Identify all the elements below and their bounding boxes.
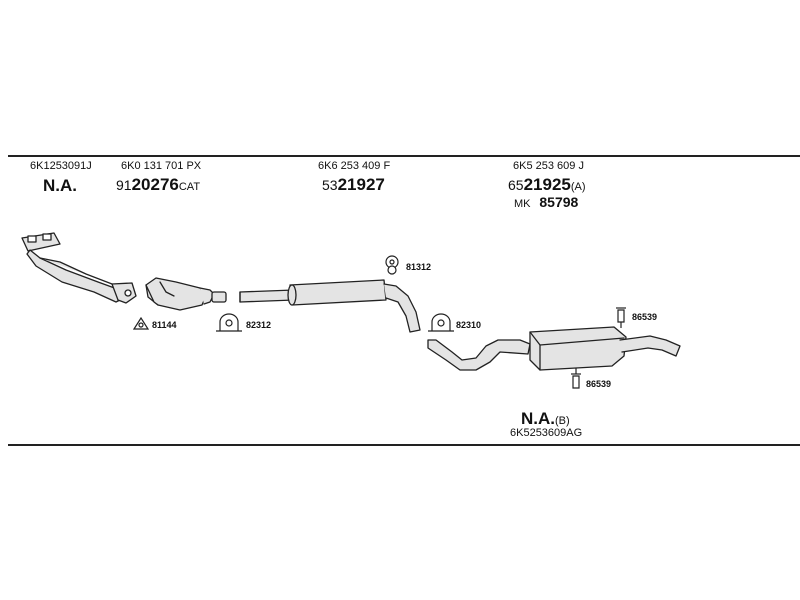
rubber-mount-icon bbox=[132, 316, 150, 330]
part4-number: 6521925(A) bbox=[508, 176, 586, 194]
part3-number: 5321927 bbox=[322, 176, 385, 194]
accessory-ref-4: 82310 bbox=[456, 320, 482, 330]
accessory-ref-6: 86539 bbox=[586, 379, 612, 389]
part2-oe-number: 6K0 131 701 PX bbox=[121, 160, 202, 172]
part4-mk-number: MK 85798 bbox=[514, 195, 578, 211]
part5-suffix: (B) bbox=[555, 415, 570, 427]
catalytic-converter bbox=[145, 277, 227, 311]
part3-prefix: 53 bbox=[322, 177, 338, 193]
part3-oe-number: 6K6 253 409 F bbox=[318, 160, 391, 172]
part1-number: N.A. bbox=[43, 176, 77, 195]
part2-main: 20276 bbox=[131, 175, 179, 194]
part4-prefix: 65 bbox=[508, 177, 524, 193]
clamp-icon bbox=[428, 313, 454, 332]
part4-mk-prefix: MK bbox=[514, 198, 531, 210]
accessory-ref-3: 81312 bbox=[406, 262, 432, 272]
accessory-ref-2: 82312 bbox=[246, 320, 272, 330]
part4-oe-number: 6K5 253 609 J bbox=[513, 160, 584, 172]
hanger-icon bbox=[616, 307, 626, 328]
bottom-divider bbox=[8, 444, 800, 446]
part5-oe-number: 6K5253609AG bbox=[510, 427, 583, 439]
manifold-front-pipe bbox=[21, 232, 137, 304]
part3-main: 21927 bbox=[337, 175, 385, 194]
rear-pipe bbox=[427, 339, 531, 371]
part4-mk-main: 85798 bbox=[539, 194, 579, 210]
hanger-icon bbox=[571, 368, 581, 389]
part1-oe-number: 6K1253091J bbox=[30, 160, 92, 172]
part5-number: N.A.(B) bbox=[521, 410, 570, 428]
accessory-ref-5: 86539 bbox=[632, 312, 658, 322]
part2-prefix: 91 bbox=[116, 177, 132, 193]
part4-suffix: (A) bbox=[570, 181, 586, 193]
part4-main: 21925 bbox=[523, 175, 571, 194]
middle-silencer bbox=[239, 279, 421, 333]
rear-silencer bbox=[529, 326, 681, 371]
accessory-ref-1: 81144 bbox=[152, 320, 177, 330]
top-divider bbox=[8, 155, 800, 157]
part2-number: 9120276CAT bbox=[116, 176, 200, 194]
mount-ring-icon bbox=[385, 255, 399, 275]
clamp-icon bbox=[216, 313, 242, 332]
part2-suffix: CAT bbox=[178, 181, 201, 193]
part5-main: N.A. bbox=[521, 409, 555, 428]
